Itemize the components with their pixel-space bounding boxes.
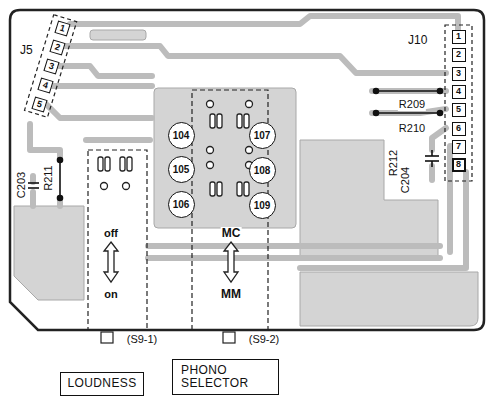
- label-holder: MC: [221, 223, 242, 241]
- component-label: R212: [388, 149, 400, 177]
- connector-pin: 5: [452, 103, 466, 117]
- label-holder: R211: [38, 164, 56, 191]
- connector-j5: 1 2 3 4 5 J5: [18, 12, 82, 122]
- board-outline: [10, 10, 484, 330]
- label-holder: R210: [398, 118, 426, 136]
- caption-box: PHONO SELECTOR: [172, 359, 279, 394]
- node-text: 3: [47, 61, 55, 72]
- component-label: R209: [398, 99, 426, 111]
- label-holder: C203: [11, 171, 29, 199]
- switch-label: on: [103, 289, 118, 301]
- node-text: 105: [173, 164, 190, 175]
- node-text: J10: [408, 34, 427, 47]
- pad-circle: 107: [249, 122, 276, 149]
- node-text: 3: [456, 69, 461, 79]
- pad-circle: 108: [249, 157, 276, 184]
- connector-pin: 4: [37, 77, 53, 93]
- node-text: 1: [456, 32, 461, 42]
- pad-circle: 104: [168, 122, 195, 149]
- component-label: R210: [398, 123, 426, 135]
- caption-text: LOUDNESS: [67, 377, 136, 390]
- switch-marker: [101, 332, 235, 343]
- node-text: 4: [41, 80, 49, 91]
- node-text: 2: [456, 50, 461, 60]
- label-holder: R209: [398, 94, 426, 112]
- slide-arrow: [104, 242, 238, 282]
- node-text: 8: [456, 160, 461, 170]
- component-label: R211: [43, 164, 55, 191]
- pad-circle: 106: [168, 191, 195, 218]
- connector-pin: 5: [31, 96, 47, 112]
- caption-box: LOUDNESS: [60, 372, 144, 396]
- connector-pin: 3: [43, 58, 59, 74]
- node-text: 107: [254, 130, 271, 141]
- component-label: C204: [400, 166, 412, 194]
- node-text: 2: [53, 42, 61, 53]
- switch-label: off: [103, 228, 119, 240]
- switch-label: MM: [220, 288, 242, 301]
- pad-circle: 105: [168, 156, 195, 183]
- label-holder: C204: [395, 166, 413, 194]
- node-text: 109: [254, 200, 271, 211]
- pad-circle: 109: [249, 192, 276, 219]
- switch-ref: (S9-2): [248, 334, 281, 346]
- node-text: 108: [254, 165, 271, 176]
- switch-frame: [88, 90, 268, 330]
- component-label: C203: [16, 171, 28, 199]
- label-holder: MM: [220, 284, 242, 302]
- copper-trace: [30, 16, 466, 268]
- node-text: 106: [173, 199, 190, 210]
- connector-pin: 2: [452, 48, 466, 62]
- node-text: 4: [456, 87, 461, 97]
- switch-label: MC: [221, 227, 242, 240]
- component-symbol: [27, 89, 443, 201]
- connector-pin: 2: [49, 39, 65, 55]
- connector-pin: 7: [452, 140, 466, 154]
- label-holder: R212: [383, 149, 401, 177]
- connector-pin: 8: [452, 158, 466, 172]
- connector-pin: 3: [452, 67, 466, 81]
- node-text: 6: [456, 124, 461, 134]
- copper-area: [14, 30, 478, 326]
- label-holder: (S9-2): [248, 329, 281, 347]
- label-holder: off: [103, 223, 119, 241]
- node-text: 7: [456, 142, 461, 152]
- caption-text: PHONO SELECTOR: [181, 364, 269, 390]
- connector-pin: 6: [452, 122, 466, 136]
- label-holder: on: [103, 284, 118, 302]
- node-text: 1: [58, 23, 66, 34]
- connector-pin: 1: [452, 30, 466, 44]
- node-text: 5: [456, 105, 461, 115]
- node-text: 5: [35, 99, 43, 110]
- connector-frame: [25, 15, 472, 181]
- connector-pin: 1: [54, 20, 70, 36]
- node-text: J5: [20, 44, 33, 57]
- switch-pad: [98, 101, 253, 197]
- switch-ref: (S9-1): [126, 334, 159, 346]
- label-holder: (S9-1): [126, 329, 159, 347]
- node-text: 104: [173, 130, 190, 141]
- connector-pin: 4: [452, 85, 466, 99]
